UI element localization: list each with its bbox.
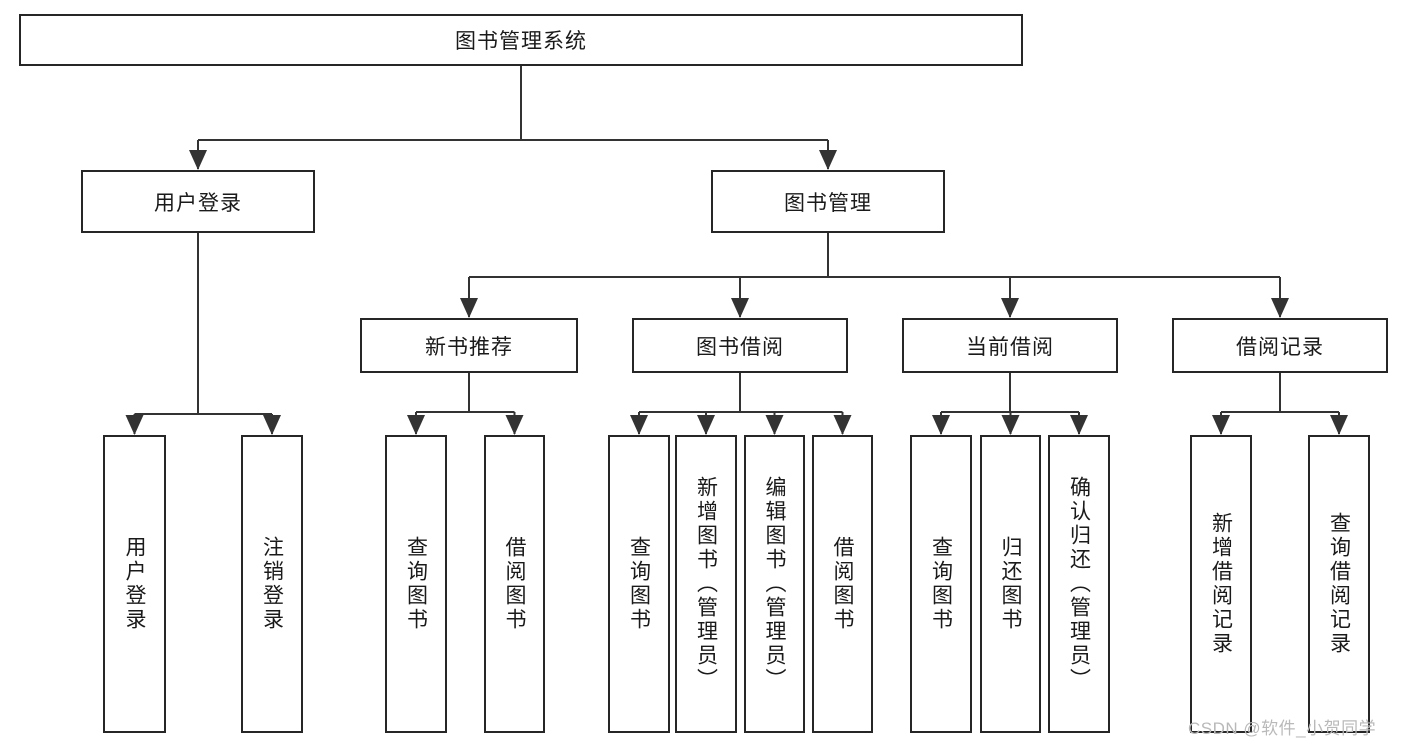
node-root-label: 图书管理系统: [455, 30, 587, 53]
node-book-manage-label: 图书管理: [784, 191, 872, 215]
node-leaf-confirm-return-admin-label: 确认归还（管理员）: [1067, 476, 1091, 692]
node-leaf-borrow-query-book-label: 查询图书: [627, 536, 651, 632]
node-user-login-label: 用户登录: [154, 191, 242, 215]
node-leaf-query-borrow-record[interactable]: 查询借阅记录: [1308, 435, 1370, 733]
node-leaf-add-borrow-record[interactable]: 新增借阅记录: [1190, 435, 1252, 733]
node-leaf-user-login-label: 用户登录: [123, 536, 146, 632]
node-root[interactable]: 图书管理系统: [19, 14, 1023, 66]
node-leaf-add-book-admin-label: 新增图书（管理员）: [694, 476, 718, 692]
node-leaf-add-borrow-record-label: 新增借阅记录: [1209, 512, 1233, 656]
node-book-manage[interactable]: 图书管理: [711, 170, 945, 233]
watermark: CSDN @软件_小贺同学: [1188, 719, 1377, 738]
node-leaf-confirm-return-admin[interactable]: 确认归还（管理员）: [1048, 435, 1110, 733]
node-borrow-record[interactable]: 借阅记录: [1172, 318, 1388, 373]
node-leaf-return-book[interactable]: 归还图书: [980, 435, 1041, 733]
node-user-login[interactable]: 用户登录: [81, 170, 315, 233]
node-leaf-query-borrow-record-label: 查询借阅记录: [1327, 512, 1351, 656]
node-leaf-logout[interactable]: 注销登录: [241, 435, 303, 733]
node-leaf-user-login[interactable]: 用户登录: [103, 435, 166, 733]
node-leaf-logout-label: 注销登录: [260, 536, 284, 632]
node-leaf-edit-book-admin[interactable]: 编辑图书（管理员）: [744, 435, 805, 733]
node-new-book-recommend[interactable]: 新书推荐: [360, 318, 578, 373]
node-leaf-return-book-label: 归还图书: [999, 536, 1022, 632]
node-borrow-record-label: 借阅记录: [1236, 335, 1324, 359]
node-leaf-borrow-book[interactable]: 借阅图书: [812, 435, 873, 733]
node-leaf-current-query-book[interactable]: 查询图书: [910, 435, 972, 733]
node-leaf-recommend-borrow-book-label: 借阅图书: [503, 536, 526, 632]
node-current-borrow-label: 当前借阅: [966, 335, 1054, 359]
node-book-borrow-label: 图书借阅: [696, 335, 784, 359]
node-leaf-current-query-book-label: 查询图书: [929, 536, 953, 632]
node-leaf-recommend-borrow-book[interactable]: 借阅图书: [484, 435, 545, 733]
node-leaf-borrow-book-label: 借阅图书: [831, 536, 854, 632]
node-new-book-recommend-label: 新书推荐: [425, 335, 513, 359]
node-leaf-recommend-query-book-label: 查询图书: [404, 536, 428, 632]
node-leaf-recommend-query-book[interactable]: 查询图书: [385, 435, 447, 733]
node-current-borrow[interactable]: 当前借阅: [902, 318, 1118, 373]
node-leaf-add-book-admin[interactable]: 新增图书（管理员）: [675, 435, 737, 733]
node-book-borrow[interactable]: 图书借阅: [632, 318, 848, 373]
node-leaf-edit-book-admin-label: 编辑图书（管理员）: [763, 476, 786, 692]
node-leaf-borrow-query-book[interactable]: 查询图书: [608, 435, 670, 733]
